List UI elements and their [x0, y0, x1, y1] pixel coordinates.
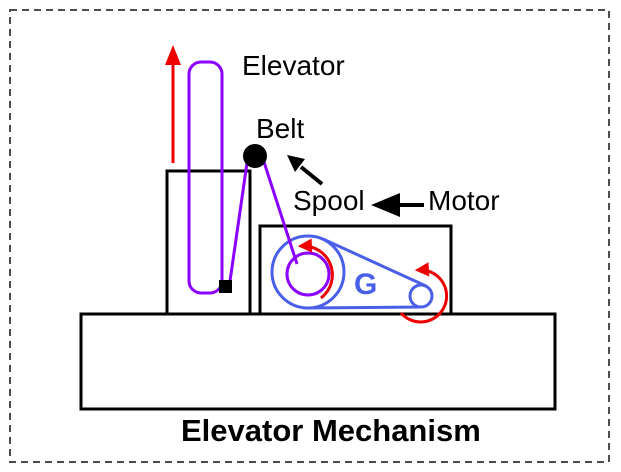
elevator-label: Elevator [242, 50, 345, 81]
belt-pointer-arrow-shaft [299, 165, 324, 186]
elevator-belt-loop [187, 60, 224, 295]
gear-belt-top-tangent [322, 237, 427, 288]
elevator-up-arrow-head [165, 45, 181, 65]
base-platform [79, 312, 557, 411]
motor-left-arrow-head [371, 193, 400, 217]
spool-label: Spool [293, 185, 365, 216]
belt-strand-left [228, 162, 249, 282]
gearbox-label: G [354, 268, 378, 301]
motor-rotation-arrow [399, 262, 449, 324]
elevator-shaft-box [165, 169, 252, 316]
spool-rotation-arrow [297, 238, 334, 300]
belt-pointer-arrow-head [287, 155, 305, 172]
dashed-border [9, 9, 610, 463]
belt-anchor-square [219, 280, 232, 293]
belt-pulley-dot [243, 144, 267, 168]
gear-belt-bottom-tangent [307, 305, 422, 310]
diagram-title: Elevator Mechanism [181, 413, 481, 448]
motor-label: Motor [428, 185, 500, 216]
belt-label: Belt [256, 113, 305, 144]
motor-pulley [408, 283, 434, 309]
belt-strand-right [262, 161, 299, 265]
spool-drum [285, 251, 331, 297]
